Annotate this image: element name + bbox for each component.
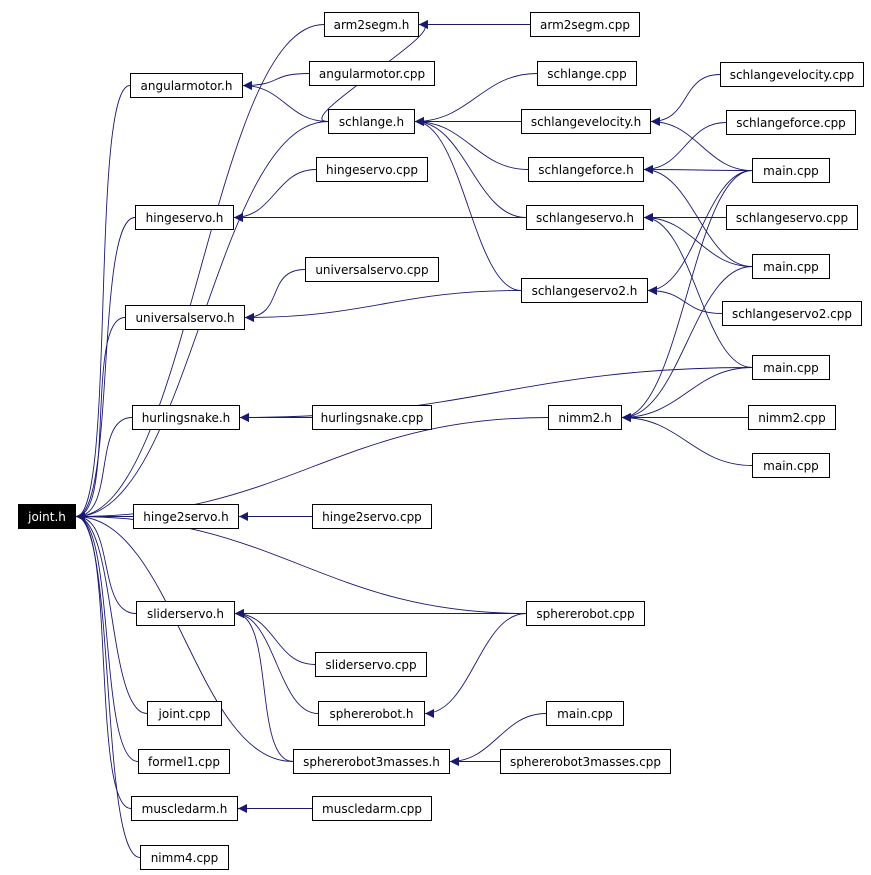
node-hurlingsnake-h[interactable]: hurlingsnake.h <box>132 405 240 430</box>
edge-formel1_cpp-to-joint_h <box>75 512 139 762</box>
node-muscledarm-cpp[interactable]: muscledarm.cpp <box>312 796 432 821</box>
edge-main_cpp_1-to-nimm2_h <box>621 170 753 422</box>
node-schlangeservo-cpp[interactable]: schlangeservo.cpp <box>726 205 858 230</box>
node-nimm2-cpp[interactable]: nimm2.cpp <box>748 405 836 430</box>
node-sphererobot3masses-h[interactable]: sphererobot3masses.h <box>293 749 450 774</box>
node-sliderservo-cpp[interactable]: sliderservo.cpp <box>315 652 427 677</box>
node-schlange-cpp[interactable]: schlange.cpp <box>537 61 637 86</box>
node-schlangevelocity-h[interactable]: schlangevelocity.h <box>521 109 651 134</box>
edge-schlangevelocity_cpp-to-schlangevelocity_h <box>650 74 721 126</box>
edge-sliderservo_cpp-to-sliderservo_h <box>234 609 316 665</box>
node-schlangeservo-h[interactable]: schlangeservo.h <box>526 205 644 230</box>
node-schlange-h[interactable]: schlange.h <box>328 109 415 134</box>
node-nimm2-h[interactable]: nimm2.h <box>548 405 622 430</box>
edge-spherrobot_cpp-to-joint_h <box>75 512 527 614</box>
edge-muscledarm_h-to-joint_h <box>75 512 132 809</box>
node-schlangeforce-cpp[interactable]: schlangeforce.cpp <box>726 110 856 135</box>
edge-schlangeservo2_h-to-universalservo_h <box>244 290 522 322</box>
edge-nimm4_cpp-to-joint_h <box>75 512 141 858</box>
node-sphererobot3masses-cpp[interactable]: sphererobot3masses.cpp <box>500 749 671 774</box>
node-joint-cpp[interactable]: joint.cpp <box>147 701 222 726</box>
edge-main_cpp_1-to-schlangeforce_h <box>643 165 753 175</box>
node-main-cpp-5[interactable]: main.cpp <box>546 701 624 726</box>
edge-angularmotor_h-to-joint_h <box>75 85 131 521</box>
node-schlangevelocity-cpp[interactable]: schlangevelocity.cpp <box>720 62 864 87</box>
edge-hingeservo_cpp-to-hingeservo_h <box>233 169 317 222</box>
node-main-cpp-2[interactable]: main.cpp <box>752 254 830 279</box>
node-schlangeforce-h[interactable]: schlangeforce.h <box>528 157 644 182</box>
edge-sliderservo_h-to-joint_h <box>75 512 137 614</box>
edge-main_cpp_1-to-schlangeservo2_h <box>647 170 753 295</box>
edge-nimm2_h-to-joint_h <box>75 417 549 521</box>
node-muscledarm-h[interactable]: muscledarm.h <box>131 796 238 821</box>
edge-schlange_h-to-angularmotor_h <box>242 81 329 122</box>
node-formel1-cpp[interactable]: formel1.cpp <box>138 749 230 774</box>
edge-main_cpp_3-to-nimm2_h <box>621 367 753 422</box>
node-angularmotor-cpp[interactable]: angularmotor.cpp <box>309 61 435 86</box>
edge-sphererobot_h-to-sliderservo_h <box>234 609 319 714</box>
edge-sphererobot3masses_h-to-sliderservo_h <box>234 609 294 762</box>
edge-main_cpp_3-to-schlangeservo_h <box>643 213 753 368</box>
node-hingeservo-cpp[interactable]: hingeservo.cpp <box>316 157 428 182</box>
edge-universalservo_cpp-to-universalservo_h <box>244 269 306 322</box>
edge-schlangeservo_h-to-schlange_h <box>414 117 527 218</box>
edge-main_cpp_2-to-schlangeservo_h <box>643 213 753 267</box>
node-sphererobot-h[interactable]: sphererobot.h <box>318 701 425 726</box>
edge-hingeservo_h-to-joint_h <box>75 217 136 521</box>
edge-main_cpp_4-to-nimm2_h <box>621 413 753 466</box>
node-hingeservo-h[interactable]: hingeservo.h <box>135 205 234 230</box>
node-universalservo-cpp[interactable]: universalservo.cpp <box>305 257 439 282</box>
node-arm2segm-cpp[interactable]: arm2segm.cpp <box>530 12 640 37</box>
edge-main_cpp_2-to-nimm2_h <box>621 266 753 422</box>
edge-joint_cpp-to-joint_h <box>75 512 148 714</box>
node-main-cpp-4[interactable]: main.cpp <box>752 453 830 478</box>
edge-main_cpp_1-to-schlangevelocity_h <box>650 117 753 171</box>
edge-sphererobot3masses_h-to-joint_h <box>75 512 294 762</box>
node-joint-h[interactable]: joint.h <box>18 504 76 529</box>
node-main-cpp-3[interactable]: main.cpp <box>752 355 830 380</box>
node-hinge2servo-cpp[interactable]: hinge2servo.cpp <box>312 504 432 529</box>
node-schlangeservo2-cpp[interactable]: schlangeservo2.cpp <box>722 301 862 326</box>
node-nimm4-cpp[interactable]: nimm4.cpp <box>140 845 229 870</box>
node-schlangeservo2-h[interactable]: schlangeservo2.h <box>521 278 648 303</box>
edge-schlangeforce_h-to-schlange_h <box>414 117 529 170</box>
edge-arm2segm_h-to-joint_h <box>75 24 325 521</box>
edge-main_cpp_5-to-sphererobot3masses_h <box>449 713 547 766</box>
edge-angularmotor_cpp-to-angularmotor_h <box>242 73 310 90</box>
edge-hurlingsnake_h-to-joint_h <box>75 417 133 521</box>
node-main-cpp-1[interactable]: main.cpp <box>752 158 830 183</box>
node-universalservo-h[interactable]: universalservo.h <box>125 305 245 330</box>
edge-main_cpp_2-to-schlangeforce_h <box>643 165 753 267</box>
node-sphererobot-cpp[interactable]: sphererobot.cpp <box>526 601 645 626</box>
node-angularmotor-h[interactable]: angularmotor.h <box>130 73 243 98</box>
node-hinge2servo-h[interactable]: hinge2servo.h <box>133 504 239 529</box>
node-arm2segm-h[interactable]: arm2segm.h <box>324 12 419 37</box>
edge-schlangeforce_cpp-to-schlangeforce_h <box>643 122 727 174</box>
edge-schlangeservo2_h-to-schlange_h <box>414 117 522 291</box>
edge-spherrobot_cpp-to-sphererobot_h <box>424 613 527 718</box>
node-hurlingsnake-cpp[interactable]: hurlingsnake.cpp <box>312 405 432 430</box>
edge-universalservo_h-to-joint_h <box>75 317 126 521</box>
edge-schlange_cpp-to-schlange_h <box>414 73 538 126</box>
node-sliderservo-h[interactable]: sliderservo.h <box>136 601 235 626</box>
